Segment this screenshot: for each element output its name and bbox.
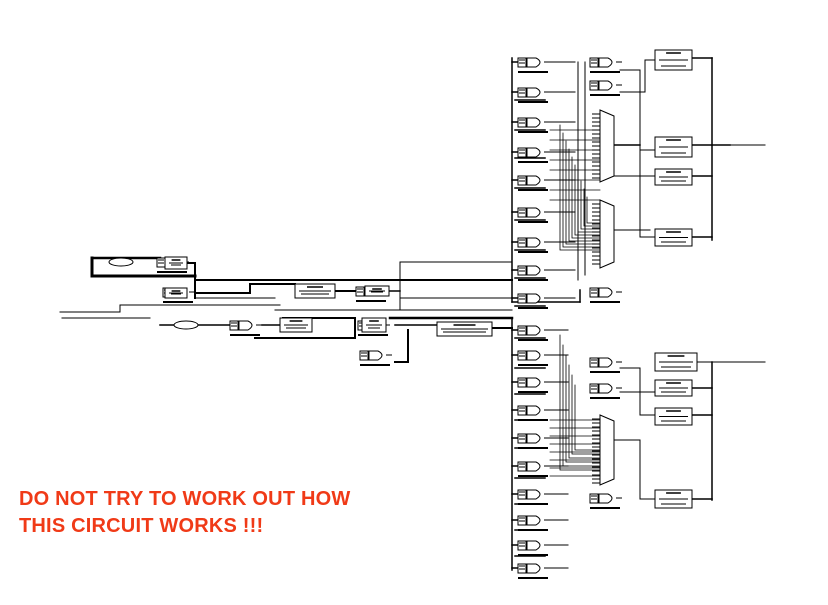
logic-gate bbox=[517, 117, 550, 133]
wire bbox=[574, 384, 601, 451]
warning-note: DO NOT TRY TO WORK OUT HOW THIS CIRCUIT … bbox=[19, 486, 350, 540]
warning-line-1: DO NOT TRY TO WORK OUT HOW bbox=[19, 488, 351, 510]
logic-gate bbox=[517, 405, 550, 421]
logic-gate bbox=[589, 80, 622, 96]
register-block bbox=[654, 407, 693, 426]
register-block bbox=[654, 168, 693, 186]
logic-gate bbox=[517, 147, 550, 163]
wire bbox=[194, 283, 296, 294]
logic-gate bbox=[517, 377, 550, 393]
oscillator bbox=[173, 320, 199, 330]
wire bbox=[613, 439, 656, 500]
wire bbox=[571, 156, 601, 239]
register-block bbox=[654, 379, 693, 397]
wire bbox=[565, 354, 601, 463]
wire bbox=[394, 329, 409, 363]
logic-gate bbox=[517, 57, 550, 73]
register-block bbox=[364, 285, 390, 297]
wire bbox=[565, 140, 601, 245]
logic-gate bbox=[517, 433, 550, 449]
logic-gate bbox=[589, 493, 622, 509]
wire bbox=[59, 304, 281, 313]
logic-gate bbox=[517, 461, 550, 477]
wire bbox=[574, 164, 601, 236]
multiplexer bbox=[592, 414, 615, 486]
wire bbox=[399, 290, 513, 311]
logic-gate bbox=[517, 489, 550, 505]
wire bbox=[559, 124, 601, 251]
wire bbox=[562, 344, 601, 467]
wire bbox=[559, 334, 601, 471]
logic-gate bbox=[517, 563, 550, 579]
register-block bbox=[654, 228, 693, 247]
register-block bbox=[654, 352, 698, 372]
logic-gate bbox=[517, 207, 550, 223]
register-block bbox=[361, 317, 387, 333]
logic-gate bbox=[517, 515, 550, 531]
wire bbox=[619, 59, 656, 93]
multiplexer bbox=[592, 199, 615, 269]
wire-layer bbox=[59, 57, 766, 571]
logic-gate bbox=[517, 350, 550, 366]
register-block bbox=[436, 321, 493, 337]
wire bbox=[586, 196, 601, 224]
register-block bbox=[279, 317, 313, 333]
logic-gate bbox=[589, 287, 622, 303]
register-block bbox=[654, 49, 693, 71]
component-layer bbox=[108, 49, 698, 579]
wire bbox=[562, 132, 601, 248]
logic-gate bbox=[517, 87, 550, 103]
wire bbox=[580, 180, 601, 230]
wire bbox=[571, 374, 601, 455]
logic-gate bbox=[517, 325, 550, 341]
register-block bbox=[654, 489, 693, 509]
logic-gate bbox=[517, 540, 550, 556]
logic-gate bbox=[517, 293, 550, 309]
logic-gate bbox=[517, 175, 550, 191]
wire bbox=[639, 144, 656, 238]
logic-gate bbox=[517, 265, 550, 281]
wire bbox=[254, 317, 356, 339]
logic-gate bbox=[589, 383, 622, 399]
warning-line-2: THIS CIRCUIT WORKS !!! bbox=[19, 515, 264, 537]
register-block bbox=[654, 136, 693, 158]
wire bbox=[619, 69, 656, 151]
wire bbox=[583, 188, 601, 227]
logic-gate bbox=[359, 350, 392, 366]
register-block bbox=[164, 256, 188, 270]
register-block bbox=[164, 287, 188, 299]
wire bbox=[568, 364, 601, 459]
logic-gate bbox=[589, 357, 622, 373]
multiplexer bbox=[592, 109, 615, 183]
wire bbox=[90, 256, 197, 278]
oscillator bbox=[108, 257, 134, 267]
logic-gate bbox=[517, 237, 550, 253]
logic-gate bbox=[229, 320, 262, 336]
register-block bbox=[294, 283, 336, 299]
logic-gate bbox=[589, 57, 622, 73]
